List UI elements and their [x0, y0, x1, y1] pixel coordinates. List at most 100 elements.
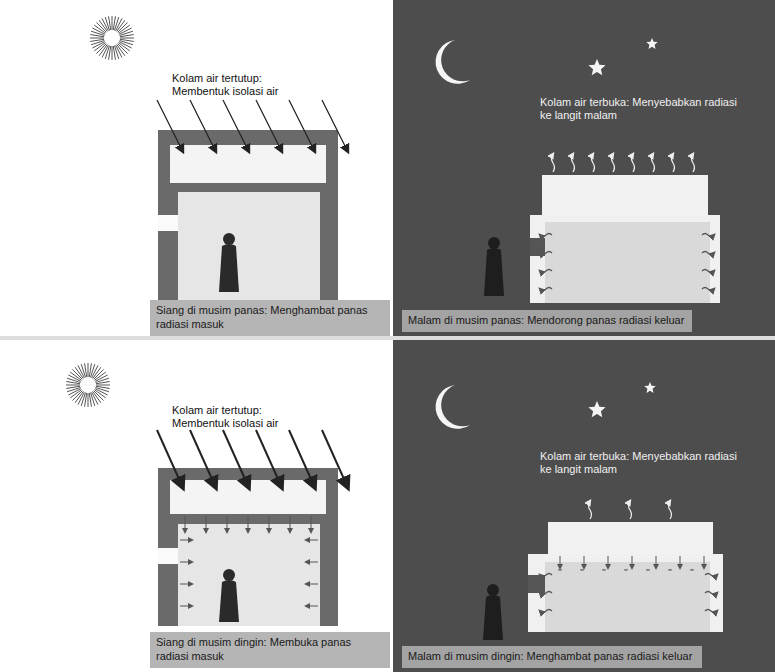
- radiation-wave: [705, 574, 717, 577]
- solar-arrow: [190, 430, 216, 488]
- night-sky: [393, 340, 775, 672]
- radiation-wave: [705, 592, 717, 595]
- star: [588, 59, 605, 75]
- radiation-wave: [559, 569, 562, 570]
- caption-text: Malam di musim panas: Mendorong panas ra…: [408, 314, 686, 328]
- caption-text: Siang di musim dingin: Membuka panas rad…: [156, 636, 384, 664]
- pond-label: Kolam air terbuka: Menyebabkan radiasi k…: [540, 96, 745, 122]
- sun-ray: [89, 393, 91, 407]
- radiation-wave: [612, 154, 615, 172]
- heat-arrow: [632, 556, 633, 568]
- heat-arrow: [248, 516, 249, 532]
- radiation-wave: [629, 501, 632, 519]
- caption-text: Siang di musim panas: Menghambat panas r…: [156, 304, 384, 332]
- radiation-wave: [592, 154, 595, 172]
- radiation-wave: [702, 234, 714, 237]
- heat-arrow: [185, 516, 186, 532]
- building-summer-night: [530, 175, 720, 303]
- sun-ray: [85, 363, 87, 377]
- heat-arrow: [680, 556, 681, 568]
- heat-arrow: [560, 556, 561, 568]
- sun-ray: [112, 16, 113, 30]
- heat-arrow: [206, 516, 207, 532]
- radiation-wave: [540, 270, 552, 273]
- radiation-wave: [702, 270, 714, 273]
- sun-ray: [120, 35, 134, 37]
- sun-ray: [88, 393, 89, 407]
- sun-ray: [112, 46, 113, 60]
- radiation-wave: [692, 154, 695, 172]
- solar-arrow: [322, 430, 348, 488]
- solar-arrow: [223, 430, 249, 488]
- sun-ray: [90, 39, 104, 41]
- radiation-wave: [540, 234, 552, 237]
- radiation-wave: [647, 569, 650, 570]
- heat-arrow: [584, 556, 585, 568]
- caption-band: Siang di musim dingin: Membuka panas rad…: [150, 632, 390, 668]
- radiation-wave: [705, 610, 717, 613]
- radiation-wave: [691, 569, 694, 570]
- sun-ray: [96, 385, 110, 386]
- radiation-wave: [540, 592, 552, 595]
- sun-ray: [66, 386, 80, 388]
- sun-ray: [109, 16, 111, 30]
- heat-arrow: [269, 516, 270, 532]
- radiation-wave: [552, 154, 555, 172]
- radiation-wave: [589, 501, 592, 519]
- radiation-wave: [652, 154, 655, 172]
- caption-text: Malam di musim dingin: Menghambat panas …: [408, 650, 696, 664]
- heat-arrow: [656, 556, 657, 568]
- building-winter-day: [158, 468, 338, 626]
- heat-arrow: [180, 584, 192, 585]
- radiation-wave: [540, 252, 552, 255]
- heat-arrow: [306, 562, 318, 563]
- caption-band: Malam di musim dingin: Menghambat panas …: [402, 646, 702, 668]
- heat-arrow: [180, 606, 192, 607]
- heat-arrow: [290, 516, 291, 532]
- sun-ray: [113, 46, 115, 60]
- solar-arrow: [289, 100, 315, 152]
- solar-arrow: [223, 100, 249, 152]
- sun-ray: [66, 385, 80, 386]
- radiation-wave: [702, 252, 714, 255]
- star: [646, 38, 657, 49]
- heat-arrow: [704, 556, 705, 568]
- heat-arrow: [227, 516, 228, 532]
- pond-label: Kolam air tertutup: Membentuk isolasi ai…: [172, 72, 322, 98]
- radiation-wave: [540, 574, 552, 577]
- building-winter-night: [528, 522, 723, 632]
- pond-label: Kolam air tertutup: Membentuk isolasi ai…: [172, 404, 322, 430]
- sun-ray: [90, 38, 104, 39]
- heat-arrow: [180, 540, 192, 541]
- radiation-wave: [669, 569, 672, 570]
- radiation-wave: [581, 569, 584, 570]
- solar-arrow: [157, 430, 183, 488]
- heat-arrow: [311, 516, 312, 532]
- solar-arrow: [256, 430, 282, 488]
- building-summer-day: [158, 130, 338, 300]
- heat-arrow: [306, 606, 318, 607]
- radiation-wave: [540, 288, 552, 291]
- caption-band: Malam di musim panas: Mendorong panas ra…: [402, 310, 692, 332]
- solar-arrow: [157, 100, 183, 152]
- caption-band: Siang di musim panas: Menghambat panas r…: [150, 300, 390, 336]
- solar-arrow: [256, 100, 282, 152]
- pond-label: Kolam air terbuka: Menyebabkan radiasi k…: [540, 450, 745, 476]
- radiation-wave: [540, 610, 552, 613]
- star: [644, 382, 655, 393]
- night-sky: [393, 0, 775, 336]
- sun-ray: [120, 38, 134, 39]
- radiation-wave: [603, 569, 606, 570]
- radiation-wave: [702, 288, 714, 291]
- heat-arrow: [608, 556, 609, 568]
- heat-arrow: [180, 562, 192, 563]
- radiation-wave: [632, 154, 635, 172]
- star: [588, 401, 605, 417]
- heat-arrow: [306, 540, 318, 541]
- sun-ray: [96, 382, 110, 384]
- solar-arrow: [322, 100, 348, 152]
- solar-arrow: [289, 430, 315, 488]
- heat-arrow: [306, 584, 318, 585]
- radiation-wave: [625, 569, 628, 570]
- sun-ray: [88, 363, 89, 377]
